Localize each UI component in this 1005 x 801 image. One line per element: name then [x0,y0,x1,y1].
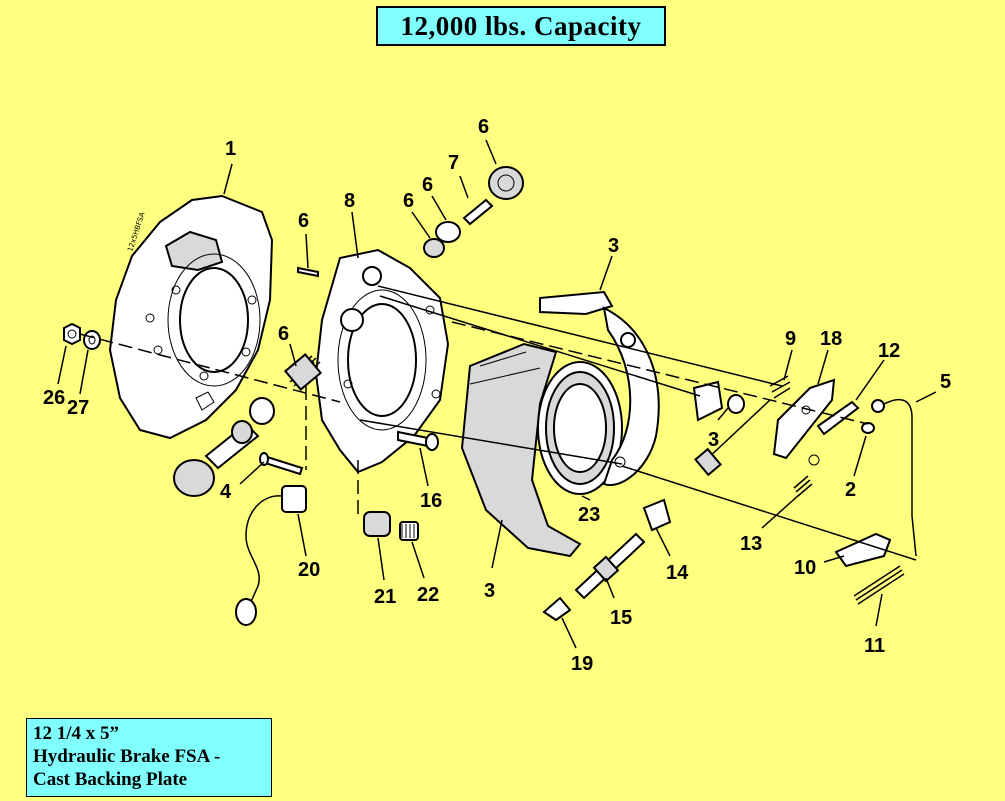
part-1-dust-shield: 12x5HBFSA [108,194,274,440]
part-27-washer [83,330,101,350]
callout-18: 18 [820,328,842,350]
part-5-cable [871,398,917,557]
spec-type: Hydraulic Brake FSA - [33,746,221,767]
callout-23: 23 [578,504,600,526]
callout-21: 21 [374,586,396,608]
callout-3-hold-down: 3 [708,429,719,451]
part-12-link [816,400,860,436]
diagram-title: 12,000 lbs. Capacity [376,6,666,46]
part-4-bolt [259,452,304,476]
part-3-brake-shoe-lining [460,342,582,558]
callout-7: 7 [448,152,459,174]
callout-numbers: 1 2 3 3 3 4 5 6 6 6 6 6 7 8 9 10 11 12 1… [43,116,951,675]
callout-4: 4 [220,481,232,503]
part-15-shaft [574,532,646,600]
callout-6-bleeder: 6 [298,210,309,232]
callout-5: 5 [940,371,951,393]
callout-27: 27 [67,397,89,419]
callout-16: 16 [420,490,442,512]
callout-3-lining-shoe: 3 [484,580,495,602]
callout-26: 26 [43,387,65,409]
callout-2: 2 [845,479,856,501]
part-20-abs-sensor [235,485,307,626]
part-8-cast-backing-plate [314,248,450,474]
callout-3-upper-shoe: 3 [608,235,619,257]
part-22-adjuster-wheel [399,521,419,541]
part-6-boot-top [488,166,524,200]
callout-15: 15 [610,607,632,629]
part-21-adjuster-sleeve [363,511,391,537]
part-3-hold-down-plate [692,380,745,422]
part-26-nut [63,322,81,346]
part-7-push-rod [462,198,494,226]
leader-lines [57,139,937,649]
callout-6-spring: 6 [278,323,289,345]
callout-6-boot: 6 [478,116,489,138]
callout-20: 20 [298,559,320,581]
callout-19: 19 [571,653,593,675]
callout-1: 1 [225,138,236,160]
part-13-spring [793,454,820,497]
callout-10: 10 [794,557,816,579]
part-16-bolt [397,430,439,451]
callout-8: 8 [344,190,355,212]
callout-14: 14 [666,562,689,584]
spec-size: 12 1/4 x 5” [33,723,120,744]
callout-6-piston: 6 [422,174,433,196]
assembly-axis-lines [79,285,917,561]
part-6-bleeder-screw [297,266,319,278]
wheel-cylinder-body [173,397,275,497]
part-10-lever-bracket [834,532,892,568]
part-11-return-spring [853,565,905,605]
callout-12: 12 [878,340,900,362]
part-2-clip [861,422,875,434]
part-6-cup [423,238,445,258]
callout-9: 9 [785,328,796,350]
brake-spec-box: 12 1/4 x 5” Hydraulic Brake FSA - Cast B… [26,718,272,797]
callout-22: 22 [417,584,439,606]
callout-11: 11 [864,635,885,657]
spec-plate: Cast Backing Plate [33,769,188,790]
part-6-piston [435,221,461,243]
callout-6-cup: 6 [403,190,414,212]
part-9-spring [694,375,791,477]
part-14-bracket [642,498,672,532]
callout-13: 13 [740,533,762,555]
part-6-spring [283,353,323,391]
part-19-clip [542,596,572,622]
